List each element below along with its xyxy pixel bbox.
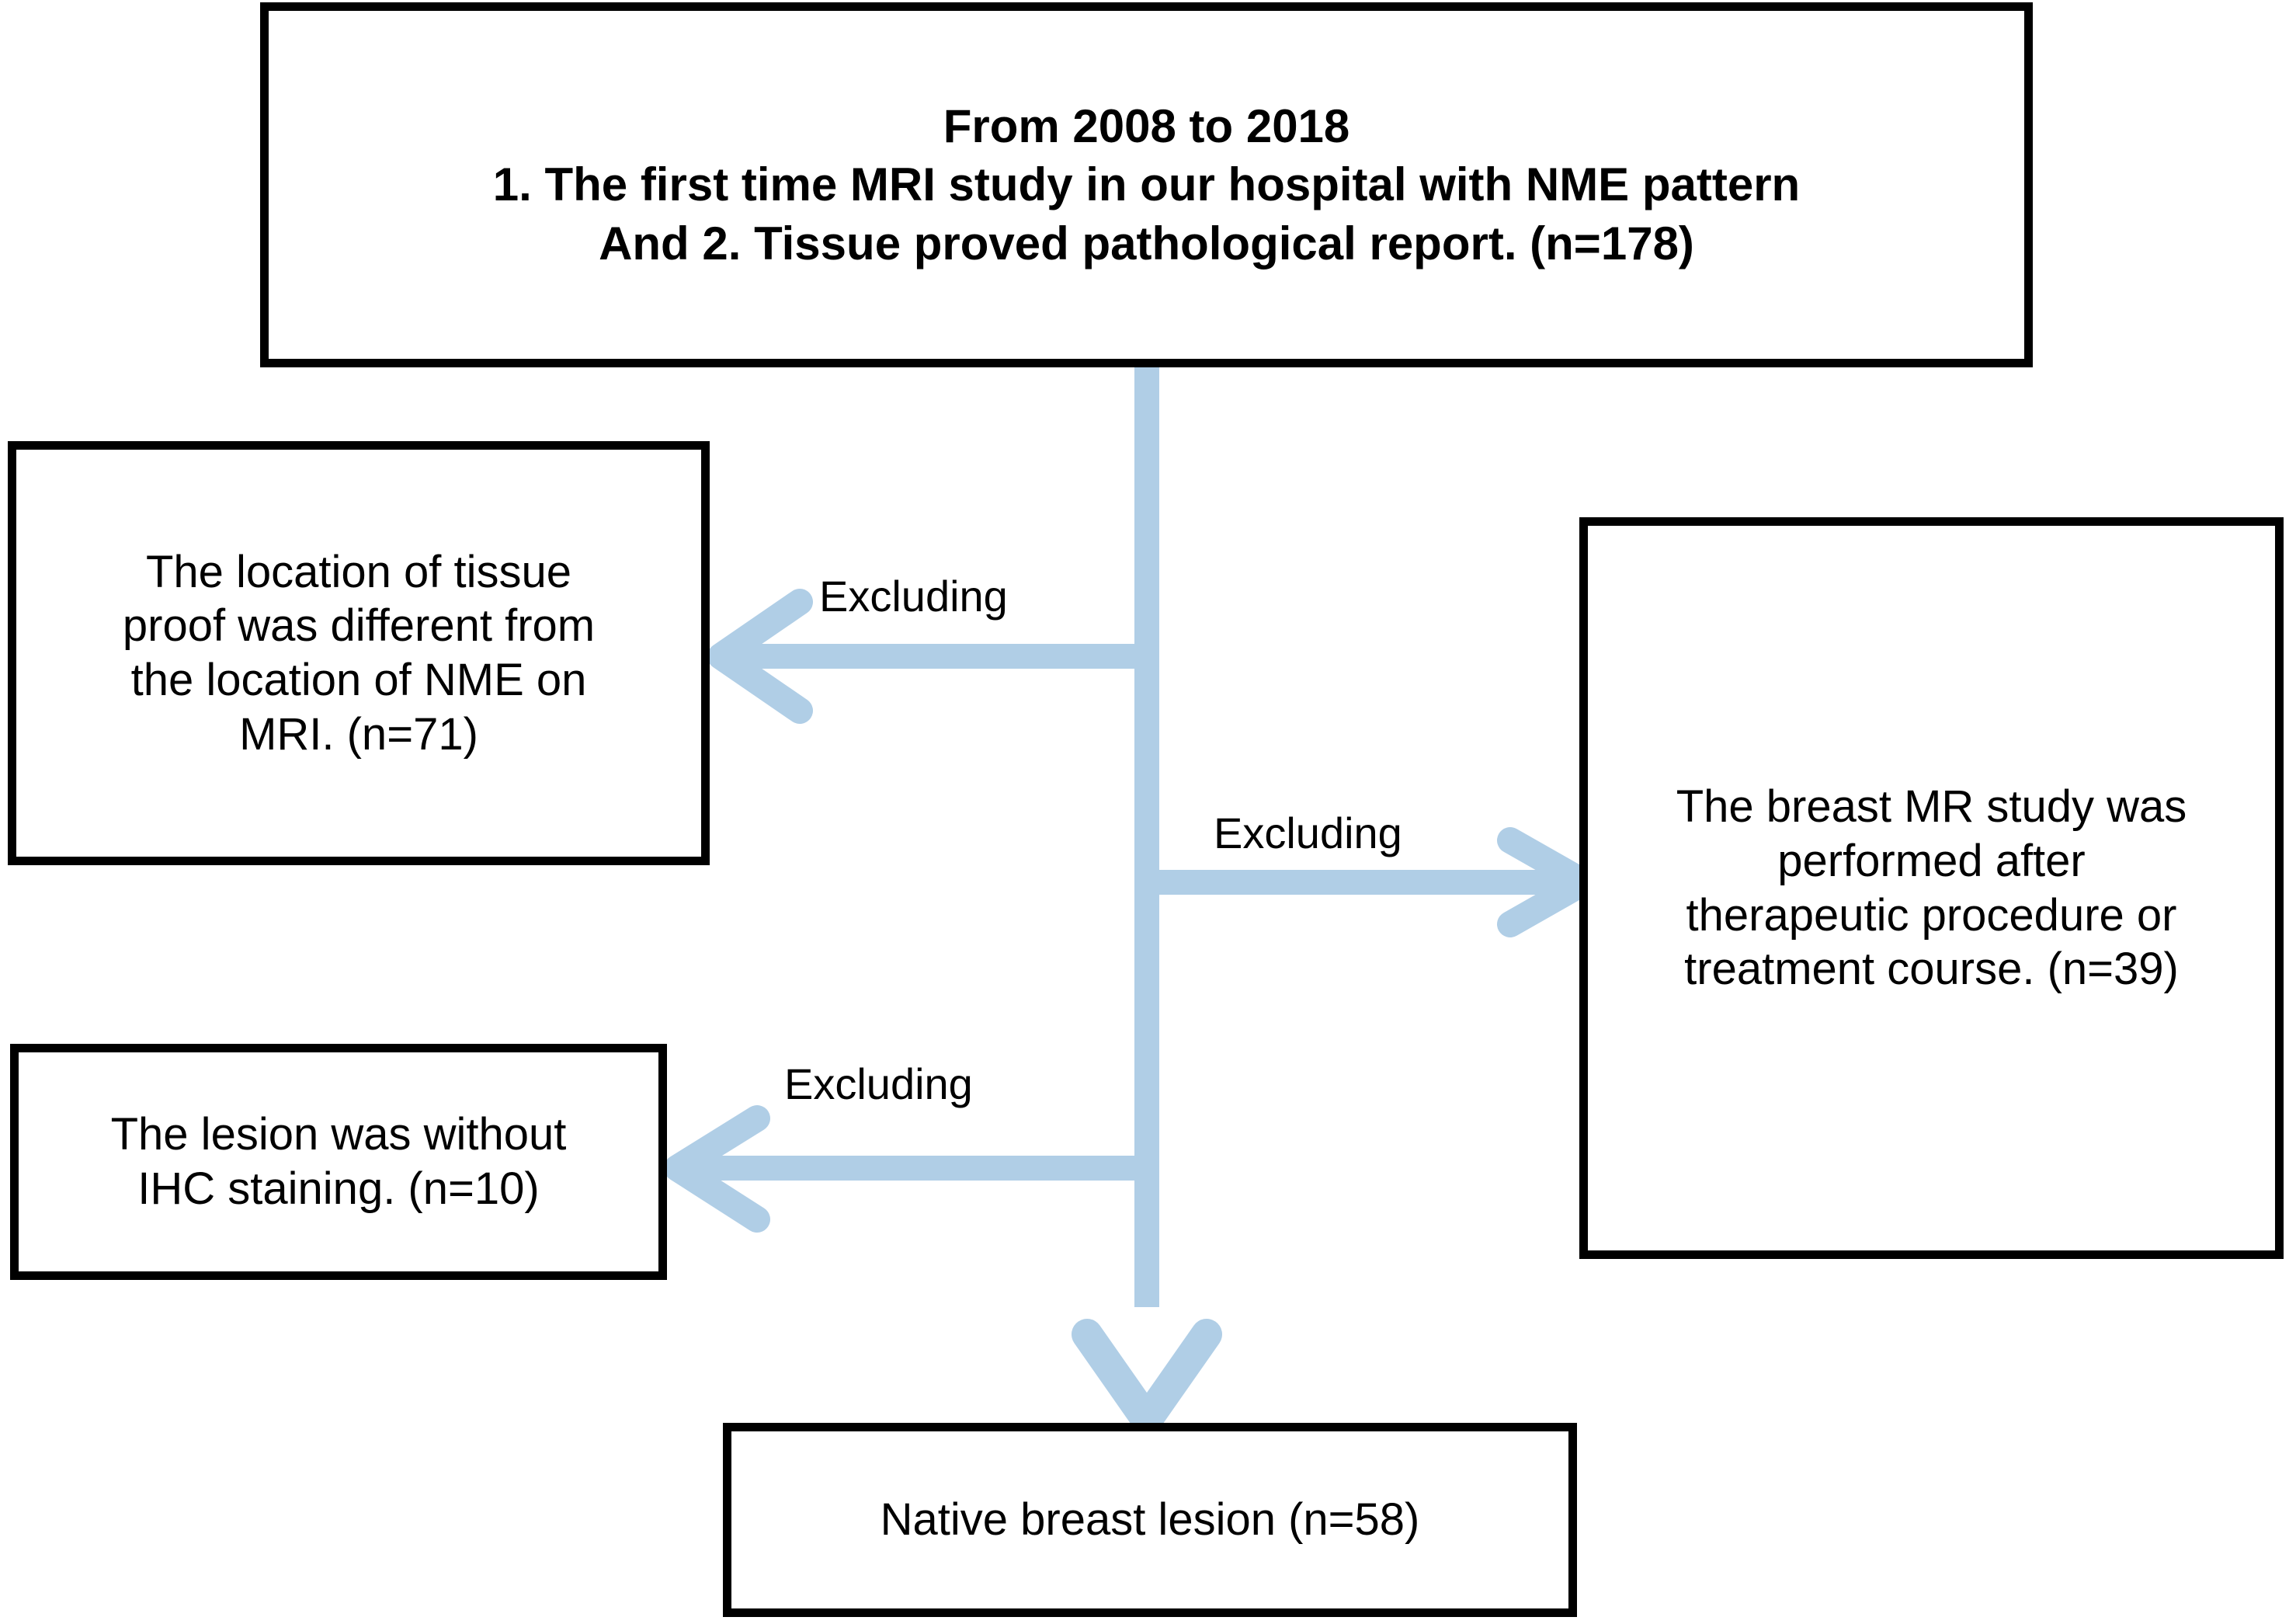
excluded-location-line-2: proof was different from <box>122 600 596 652</box>
source-line-2: 1. The first time MRI study in our hospi… <box>492 158 1801 211</box>
branch-line-left-lower <box>683 1156 1138 1181</box>
source-line-3: And 2. Tissue proved pathological report… <box>599 217 1694 270</box>
arrowhead-left-upper <box>707 589 813 724</box>
outcome-text: Native breast lesion (n=58) <box>731 1493 1568 1547</box>
source-cohort-text: From 2008 to 2018 1. The first time MRI … <box>269 97 2024 273</box>
excluded-treatment-line-2: performed after <box>1777 835 2086 886</box>
outcome-line-1: Native breast lesion (n=58) <box>880 1494 1420 1546</box>
source-cohort-box: From 2008 to 2018 1. The first time MRI … <box>260 2 2033 367</box>
excluded-ihc-box: The lesion was without IHC staining. (n=… <box>10 1044 667 1280</box>
edge-label-exclude-ihc: Excluding <box>784 1059 973 1108</box>
excluded-location-box: The location of tissue proof was differe… <box>8 441 710 865</box>
excluded-ihc-text: The lesion was without IHC staining. (n=… <box>19 1108 658 1215</box>
excluded-location-line-4: MRI. (n=71) <box>239 708 478 760</box>
source-line-1: From 2008 to 2018 <box>943 99 1350 152</box>
excluded-treatment-line-3: therapeutic procedure or <box>1686 889 2177 941</box>
excluded-treatment-line-1: The breast MR study was <box>1676 781 2187 833</box>
excluded-treatment-box: The breast MR study was performed after … <box>1579 517 2284 1259</box>
excluded-ihc-line-1: The lesion was without <box>110 1109 567 1160</box>
arrowhead-down-outcome <box>1072 1319 1222 1435</box>
excluded-treatment-line-4: treatment course. (n=39) <box>1684 944 2179 995</box>
edge-label-exclude-location: Excluding <box>819 572 1008 621</box>
branch-line-right <box>1156 870 1579 895</box>
excluded-ihc-line-2: IHC staining. (n=10) <box>137 1163 540 1214</box>
trunk-vertical-line <box>1134 367 1159 1307</box>
edge-label-exclude-treatment: Excluding <box>1214 809 1402 857</box>
branch-line-left-upper <box>722 644 1138 669</box>
excluded-location-line-1: The location of tissue <box>145 546 572 597</box>
arrowhead-left-lower <box>664 1105 770 1233</box>
excluded-location-text: The location of tissue proof was differe… <box>16 545 701 761</box>
excluded-location-line-3: the location of NME on <box>130 655 587 705</box>
excluded-treatment-text: The breast MR study was performed after … <box>1588 780 2275 996</box>
outcome-box: Native breast lesion (n=58) <box>723 1423 1577 1617</box>
